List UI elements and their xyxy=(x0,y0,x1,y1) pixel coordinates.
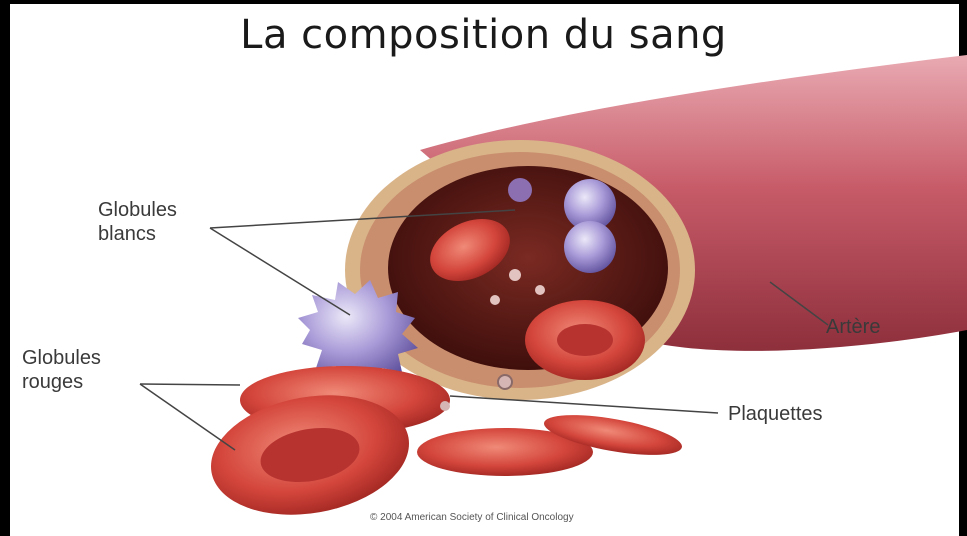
artery xyxy=(345,55,967,400)
leader-line-red-cells xyxy=(140,384,235,450)
label-platelets: Plaquettes xyxy=(728,402,823,426)
label-line: blancs xyxy=(98,222,177,246)
leader-line-red-cells xyxy=(140,384,240,385)
page-title: La composition du sang xyxy=(0,12,967,58)
white-blood-cell xyxy=(564,221,616,273)
copyright-text: © 2004 American Society of Clinical Onco… xyxy=(370,512,574,523)
platelet xyxy=(440,401,450,411)
label-artery: Artère xyxy=(826,315,880,339)
leader-line-platelets xyxy=(450,396,718,413)
leader-line-white-cells xyxy=(210,228,350,315)
label-white-cells: Globules blancs xyxy=(98,198,177,246)
white-blood-cell xyxy=(508,178,532,202)
platelet xyxy=(490,295,500,305)
platelet xyxy=(535,285,545,295)
label-line: Globules xyxy=(22,346,101,370)
label-line: Globules xyxy=(98,198,177,222)
label-line: rouges xyxy=(22,370,101,394)
platelet xyxy=(509,269,521,281)
label-red-cells: Globules rouges xyxy=(22,346,101,394)
red-blood-cell-center xyxy=(557,324,613,356)
platelet xyxy=(498,375,512,389)
